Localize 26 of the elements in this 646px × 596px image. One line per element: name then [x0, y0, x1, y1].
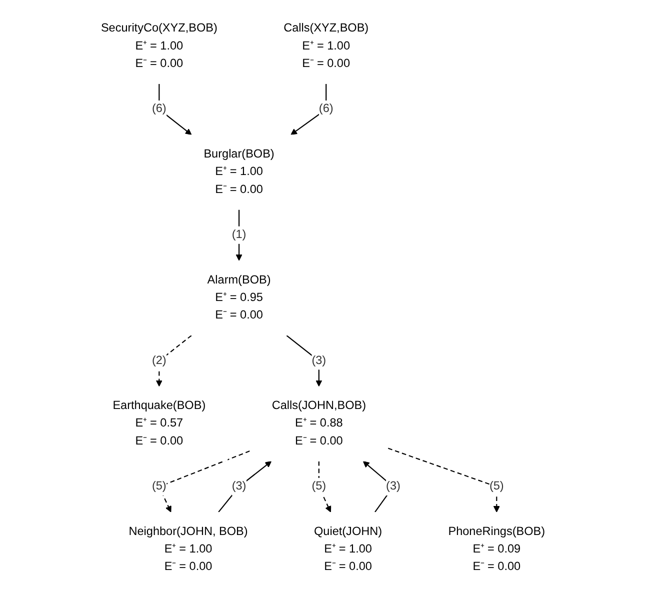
- arrow: [218, 461, 272, 512]
- arrow: [156, 335, 192, 387]
- edge-label: (6): [318, 102, 334, 116]
- edge-label: (6): [152, 102, 166, 116]
- edge-label: (5): [489, 480, 504, 493]
- node-text: SecurityCo(XYZ,BOB) E⁺ = 1.00 E⁻ = 0.00: [100, 22, 218, 70]
- node-text: Quiet(JOHN) E⁺ = 1.00 E⁻ = 0.00: [314, 525, 382, 574]
- node-text: PhoneRings(BOB) E⁺ = 0.09 E⁻ = 0.00: [448, 525, 546, 574]
- node-text: Earthquake(BOB) E⁺ = 0.57 E⁻ = 0.00: [112, 400, 206, 448]
- edge-label: (3): [312, 354, 326, 367]
- edge-label: (3): [232, 480, 246, 493]
- arrow: [290, 84, 327, 135]
- edge-label: (3): [386, 480, 400, 493]
- node-text: Neighbor(JOHN, BOB) E⁺ = 1.00 E⁻ = 0.00: [128, 525, 248, 574]
- arrow: [388, 448, 500, 512]
- edge-label: (5): [312, 480, 326, 493]
- arrow: [286, 335, 322, 387]
- edge-label: (1): [232, 228, 246, 241]
- arrow: [158, 84, 192, 135]
- arrow: [318, 461, 332, 512]
- node-text: Alarm(BOB) E⁺ = 0.95 E⁻ = 0.00: [207, 274, 271, 322]
- edge-label: (2): [152, 354, 166, 367]
- edge-label: (5): [152, 480, 166, 493]
- node-text: Calls(JOHN,BOB) E⁺ = 0.88 E⁻ = 0.00: [272, 400, 366, 448]
- node-text: Calls(XYZ,BOB) E⁺ = 1.00 E⁻ = 0.00: [284, 22, 369, 70]
- node-text: Burglar(BOB) E⁺ = 1.00 E⁻ = 0.00: [204, 148, 274, 196]
